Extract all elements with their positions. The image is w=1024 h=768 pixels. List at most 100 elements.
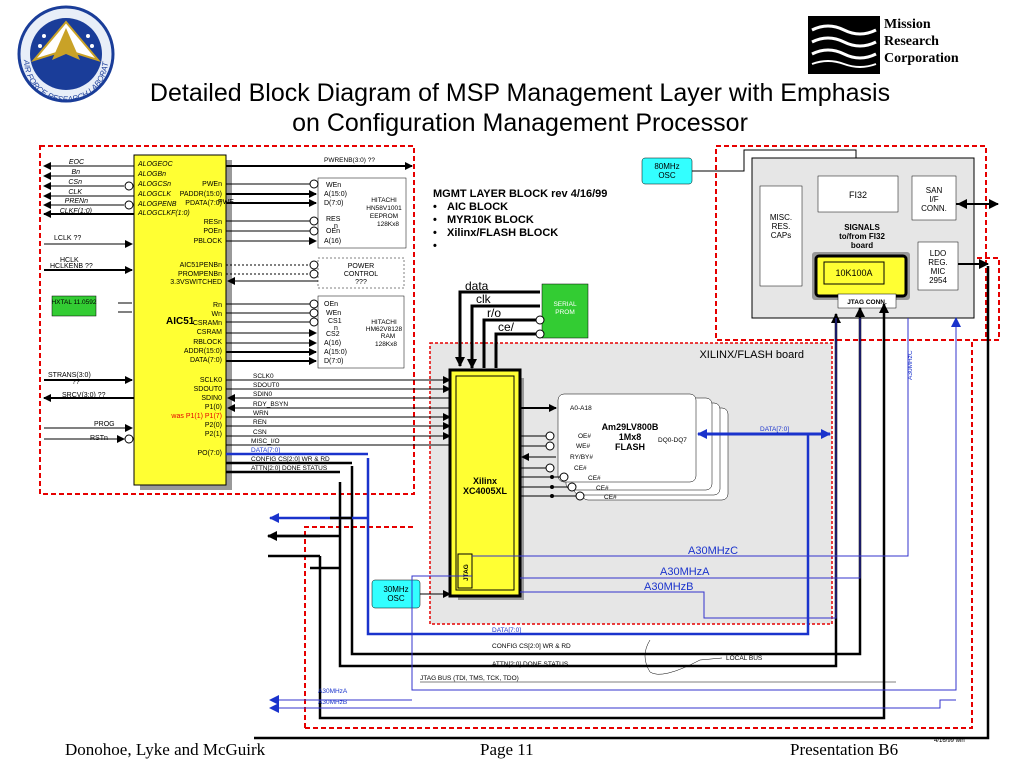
date-note: 4/16/99 wlh bbox=[934, 738, 965, 744]
fi32-label: FI32 bbox=[849, 190, 867, 200]
pin-label: RESn bbox=[204, 219, 222, 226]
svg-text:MISC_I/O: MISC_I/O bbox=[251, 438, 280, 445]
power-connections bbox=[226, 264, 318, 285]
flash-data-label: DATA[7:0] bbox=[760, 426, 789, 433]
pin-label: A(15:0) bbox=[324, 191, 347, 198]
pin-label: 3.3VSWITCHED bbox=[170, 279, 222, 286]
signal-label: EOC bbox=[69, 159, 85, 166]
pin-label: ADDR(15:0) bbox=[184, 348, 222, 355]
pin-label: D(7:0) bbox=[324, 200, 343, 207]
pin-label: PO(7:0) bbox=[197, 450, 222, 457]
san-label: SAN I/F CONN. bbox=[921, 186, 947, 213]
pin-label: D(7:0) bbox=[324, 358, 343, 365]
pin-label: PBLOCK bbox=[194, 238, 223, 245]
signal-label: CSn bbox=[68, 179, 82, 186]
serial-prom bbox=[541, 283, 589, 339]
svg-text:1Mx8: 1Mx8 bbox=[619, 432, 642, 442]
pin-label: RES bbox=[326, 216, 341, 223]
strans-label: STRANS(3:0) bbox=[48, 372, 91, 379]
pin-label: P2(1) bbox=[205, 431, 222, 438]
svg-text:A30MHzC: A30MHzC bbox=[688, 545, 738, 557]
misc-caps-box bbox=[759, 185, 803, 287]
pin-label: CSRAM bbox=[197, 329, 222, 336]
lclk-label: LCLK ?? bbox=[54, 235, 81, 242]
title-line-1: Detailed Block Diagram of MSP Management… bbox=[149, 79, 891, 107]
air-force-seal-logo: AIR FORCE RESEARCH LABORATORY bbox=[0, 0, 115, 104]
aic51-chip bbox=[133, 154, 227, 486]
fi32-box bbox=[817, 175, 899, 213]
aic-external-signals: EOC Bn CSn CLK PRENn CLKF(1:0) bbox=[60, 159, 92, 215]
pin-label: ALOGCLKF(1:0) bbox=[137, 210, 190, 217]
svg-text:SDOUT0: SDOUT0 bbox=[253, 382, 280, 389]
svg-text:CONFIG CS[2:0] WR & RD: CONFIG CS[2:0] WR & RD bbox=[492, 643, 571, 650]
pin-label: SDIN0 bbox=[201, 395, 222, 402]
pin-label: PADDR(15:0) bbox=[180, 191, 222, 198]
pin-label: SDOUT0 bbox=[194, 386, 223, 393]
title-line-2: on Configuration Management Processor bbox=[292, 109, 748, 137]
svg-text:CONN.: CONN. bbox=[921, 204, 947, 213]
eeprom-connections bbox=[226, 162, 413, 245]
outer-dashed-bottom bbox=[305, 340, 973, 729]
ram-connections bbox=[226, 303, 317, 365]
company-name: Mission Research Corporation bbox=[884, 16, 959, 67]
pin-label: was P1(1) P1(7) bbox=[170, 413, 222, 420]
osc30-line1: 30MHz bbox=[383, 585, 408, 594]
aic-right-pins: PWEn PADDR(15:0) PDATA(7:0) RESn POEn PB… bbox=[170, 181, 222, 457]
aic-to-xilinx-bus bbox=[226, 376, 451, 474]
mgmt-item: Xilinx/FLASH BLOCK bbox=[433, 227, 607, 240]
svg-text:SIGNALS: SIGNALS bbox=[844, 223, 880, 232]
svg-text:JTAG BUS (TDI, TMS, TCK, TDO): JTAG BUS (TDI, TMS, TCK, TDO) bbox=[420, 675, 519, 682]
pin-label: DATA(7:0) bbox=[190, 357, 222, 364]
hclkenb-label: HCLKENB ?? bbox=[50, 263, 93, 270]
svg-text:DATA[7:0]: DATA[7:0] bbox=[492, 627, 521, 634]
clock-label-vertical: A30MHzC bbox=[907, 350, 914, 380]
svg-text:REG.: REG. bbox=[928, 258, 948, 267]
eeprom-pins: WEn A(15:0) D(7:0) RES OEn A(16) n bbox=[324, 182, 347, 245]
flash-chip bbox=[557, 393, 697, 483]
xilinx-chip bbox=[448, 368, 522, 598]
hxtal-label: HXTAL 11.0592 bbox=[51, 299, 96, 306]
svg-text:RES.: RES. bbox=[772, 222, 791, 231]
pin-label: WEn bbox=[326, 182, 341, 189]
pin-label: PWEn bbox=[202, 181, 222, 188]
company-line-2: Research bbox=[884, 34, 939, 49]
bus-junction-dots bbox=[550, 475, 554, 498]
pin-label: RBLOCK bbox=[193, 339, 222, 346]
eeprom-chip bbox=[317, 177, 407, 249]
svg-text:A30MHzA: A30MHzA bbox=[318, 688, 348, 695]
pin-label: WEn bbox=[326, 310, 341, 317]
mgmt-list: AIC BLOCK MYR10K BLOCK Xilinx/FLASH BLOC… bbox=[433, 201, 607, 253]
xilinx-board-label: XILINX/FLASH board bbox=[699, 349, 804, 361]
pin-label: P2(0) bbox=[205, 422, 222, 429]
footer-page: Page 11 bbox=[480, 740, 534, 759]
outer-dashed-left bbox=[304, 526, 414, 728]
xilinx-label-1: Xilinx bbox=[473, 476, 497, 486]
aic51-label: AIC51 bbox=[166, 316, 195, 327]
pin-label: OEn bbox=[324, 301, 338, 308]
svg-text:data: data bbox=[465, 279, 489, 293]
pin-label: SCLK0 bbox=[200, 377, 222, 384]
footer-presentation: Presentation B6 bbox=[790, 740, 899, 759]
company-line-1: Mission bbox=[884, 17, 931, 32]
osc80-line1: 80MHz bbox=[654, 162, 679, 171]
pin-label: POEn bbox=[203, 228, 222, 235]
aic-left-pins: ALOGEOC ALOGBn ALOGCSn ALOGCLK ALOGPENB … bbox=[137, 161, 190, 217]
data-bus-blue bbox=[366, 434, 810, 636]
hxtal-oscillator bbox=[51, 295, 97, 317]
svg-text:DATA[7:0]: DATA[7:0] bbox=[251, 447, 280, 454]
prom-pin-labels: data clk r/o ce/ bbox=[465, 279, 515, 334]
ldo-regulator bbox=[917, 241, 959, 291]
mission-research-logo bbox=[808, 16, 880, 74]
aic-block-region bbox=[39, 145, 415, 495]
svg-text:A0-A18: A0-A18 bbox=[570, 405, 592, 412]
xilinx-flash-connections bbox=[520, 404, 576, 497]
svg-text:HN58V1001: HN58V1001 bbox=[366, 205, 402, 212]
pwrenb-label: PWRENB(3:0) ?? bbox=[324, 157, 375, 164]
svg-text:RAM: RAM bbox=[381, 333, 395, 340]
company-line-3: Corporation bbox=[884, 51, 959, 66]
pin-label: CSRAMn bbox=[193, 320, 222, 327]
svg-text:CONTROL: CONTROL bbox=[344, 271, 378, 278]
svg-text:FLASH: FLASH bbox=[615, 442, 645, 452]
svg-text:MISC.: MISC. bbox=[770, 213, 792, 222]
ram-pins: OEn WEn CS1 CS2 A(16) A(15:0) D(7:0) n bbox=[324, 301, 347, 365]
